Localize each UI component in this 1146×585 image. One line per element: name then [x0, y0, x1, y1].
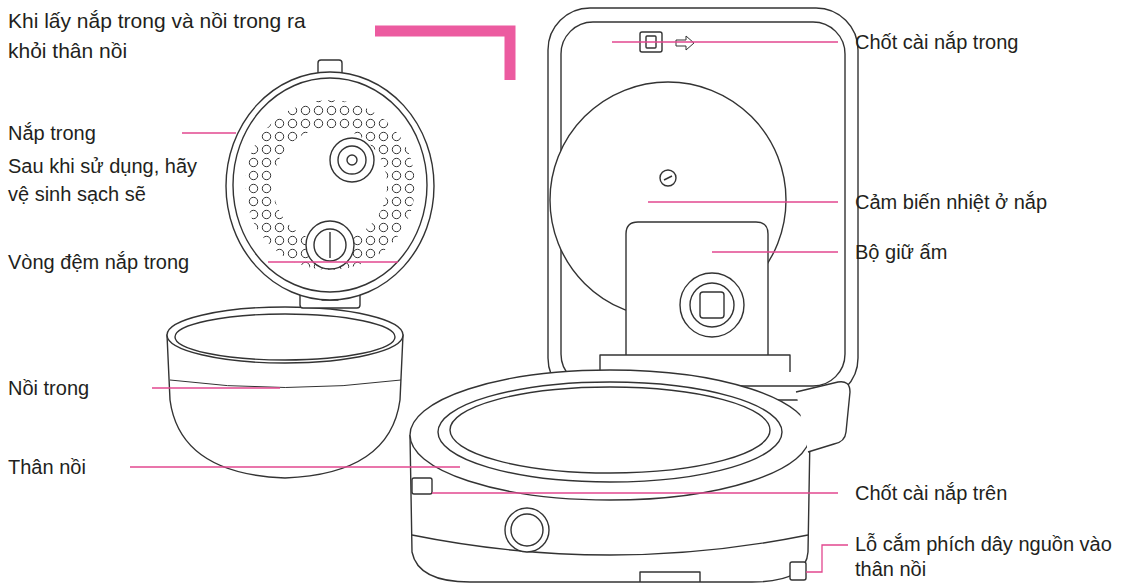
note-text: Sau khi sử dụng, hãy vệ sinh sạch sẽ	[8, 152, 198, 208]
part-label: Bộ giữ ấm	[855, 239, 1140, 265]
inner-lid	[226, 60, 434, 308]
inner-pot	[167, 307, 403, 478]
part-label: Nắp trong	[8, 120, 178, 146]
part-label: Thân nồi	[8, 454, 128, 480]
part-label: Chốt cài nắp trên	[855, 480, 1140, 506]
part-label: Lỗ cắm phích dây nguồn vào thân nồi	[855, 532, 1113, 582]
callout-bracket	[375, 31, 510, 80]
callout-heading: Khi lấy nắp trong và nồi trong ra khỏi t…	[8, 6, 338, 66]
part-label: Nồi trong	[8, 375, 148, 401]
outer-lid	[548, 8, 858, 400]
part-label: Vòng đệm nắp trong	[8, 249, 263, 275]
leader-lines	[130, 42, 848, 572]
part-label: Cảm biến nhiệt ở nắp	[855, 189, 1140, 215]
part-label: Chốt cài nắp trong	[855, 29, 1140, 55]
cooker-body	[410, 370, 850, 582]
